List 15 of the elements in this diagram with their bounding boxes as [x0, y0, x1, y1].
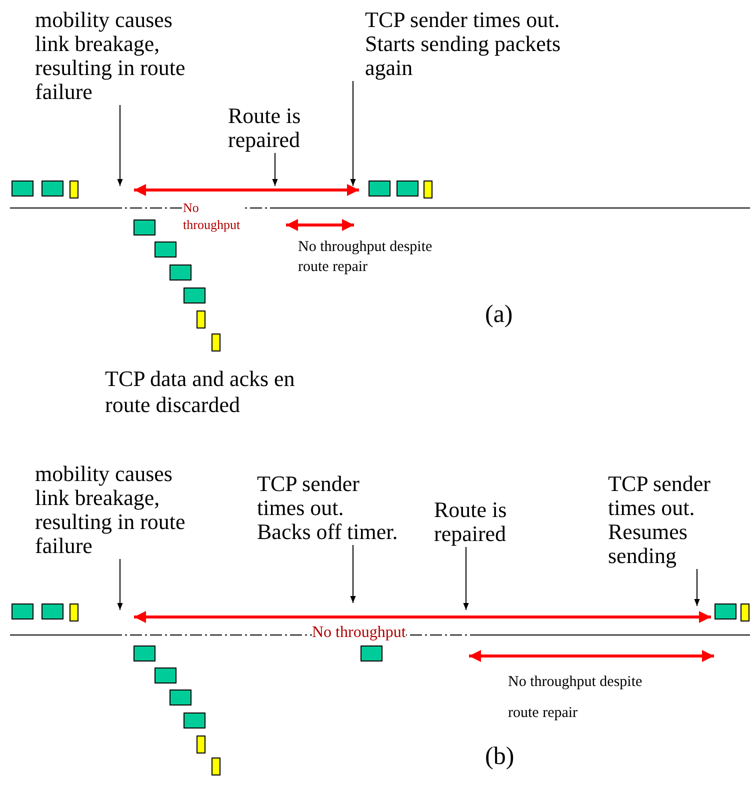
leader-arrow: [272, 152, 278, 186]
callout-text: Route is repaired: [434, 498, 539, 546]
callout-text: TCP sender times out. Starts sending packets again: [350, 8, 600, 80]
callout-text: Route is repaired: [228, 104, 323, 152]
callout-text: mobility causes link breakage, resulting in route failure: [35, 8, 195, 104]
callout-text: TCP sender times out. Resumes sending: [608, 472, 718, 568]
duration-label: No throughput: [312, 624, 406, 642]
callout-text: TCP sender times out. Backs off timer.: [257, 472, 403, 544]
leader-arrow: [350, 80, 356, 186]
leader-arrow: [350, 544, 356, 604]
leader-arrow: [117, 104, 123, 186]
leader-arrow: [117, 558, 123, 610]
leader-arrow: [463, 546, 469, 610]
callout-text: mobility causes link breakage, resulting in route failure: [35, 462, 207, 558]
leader-arrow: [694, 568, 700, 606]
